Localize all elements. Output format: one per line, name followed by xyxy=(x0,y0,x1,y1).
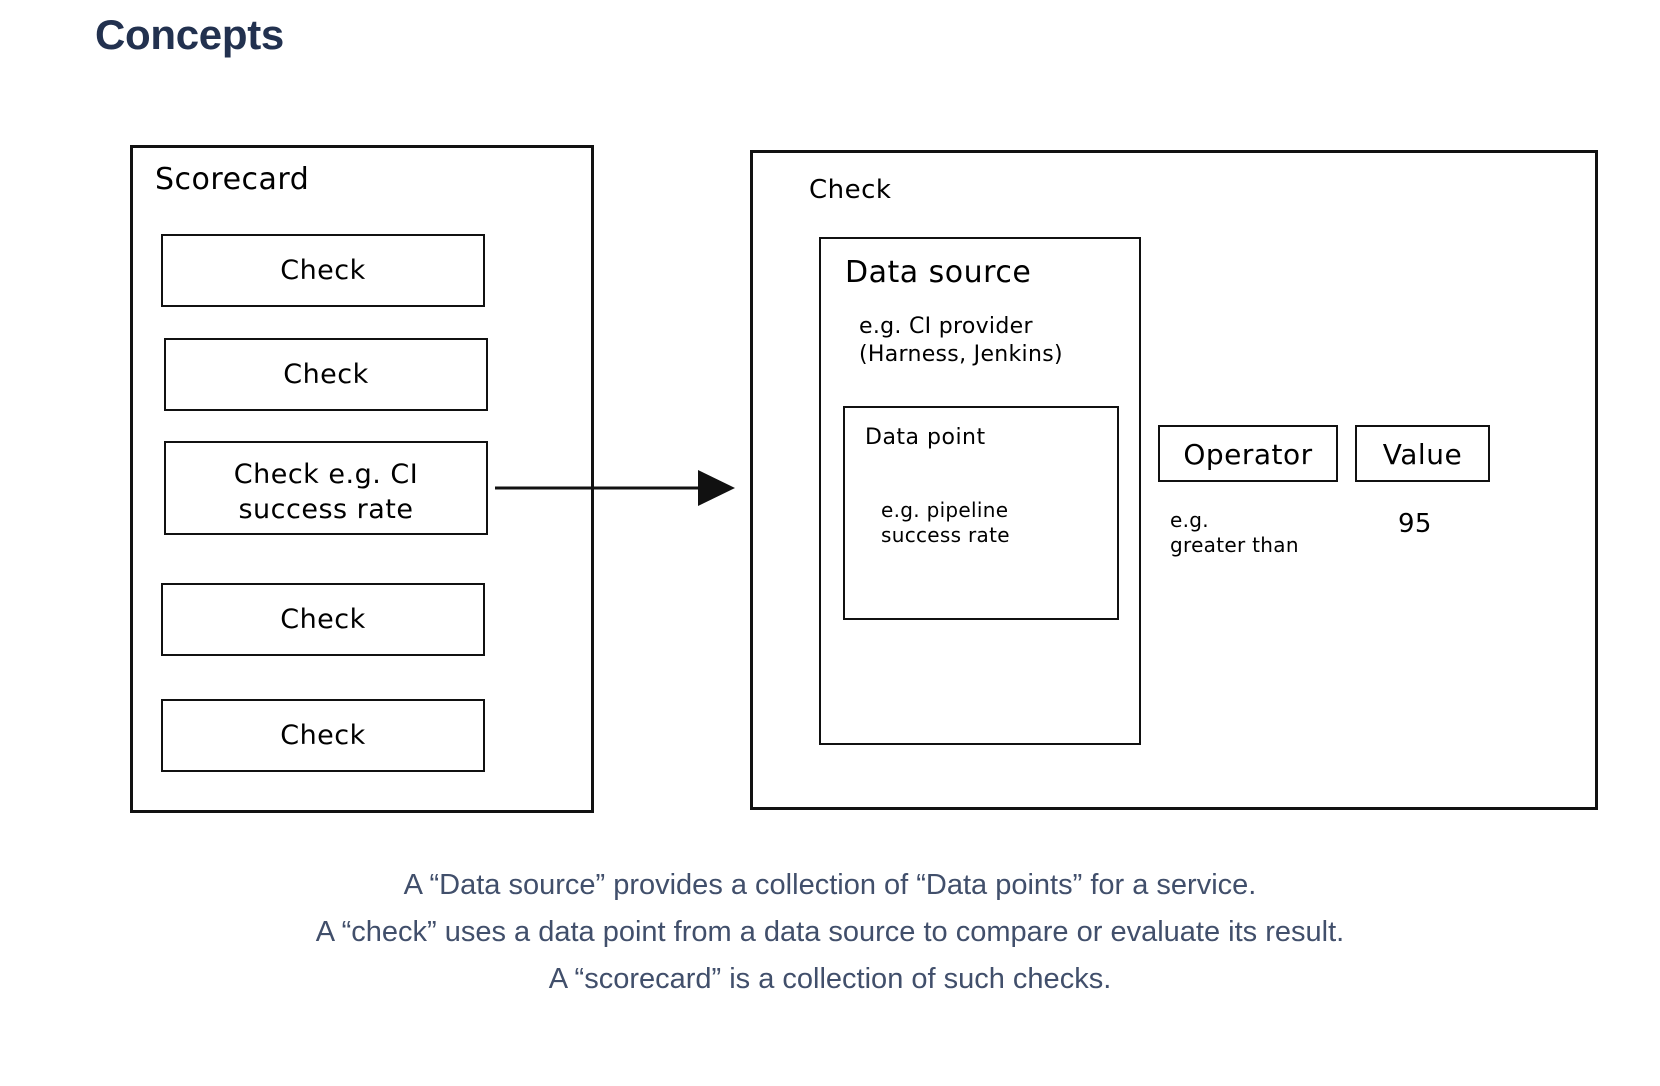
data-source-title: Data source xyxy=(845,255,1032,290)
relationship-arrow-icon xyxy=(495,470,735,506)
value-label: Value xyxy=(1382,438,1463,471)
concepts-diagram: Scorecard Check Check Check e.g. CI succ… xyxy=(130,145,1598,813)
operator-label: Operator xyxy=(1183,438,1313,471)
caption-line-1: A “Data source” provides a collection of… xyxy=(403,869,1257,901)
operator-box[interactable]: Operator xyxy=(1158,425,1338,482)
data-point-container: Data point e.g. pipeline success rate xyxy=(843,406,1119,620)
value-box[interactable]: Value xyxy=(1355,425,1490,482)
check-detail-title: Check xyxy=(809,175,892,205)
scorecard-check-5-label: Check xyxy=(280,720,366,751)
data-source-example: e.g. CI provider (Harness, Jenkins) xyxy=(859,314,1063,367)
data-source-container: Data source e.g. CI provider (Harness, J… xyxy=(819,237,1141,745)
scorecard-check-1-label: Check xyxy=(280,255,366,286)
caption-line-2: A “check” uses a data point from a data … xyxy=(315,915,1345,948)
page-title: Concepts xyxy=(95,11,284,58)
data-point-example: e.g. pipeline success rate xyxy=(881,498,1010,547)
caption-line-3: A “scorecard” is a collection of such ch… xyxy=(548,962,1112,995)
scorecard-title: Scorecard xyxy=(155,162,310,197)
caption-block: A “Data source” provides a collection of… xyxy=(0,862,1660,1003)
scorecard-check-5[interactable]: Check xyxy=(161,699,485,772)
data-point-title: Data point xyxy=(865,425,986,450)
scorecard-check-2-label: Check xyxy=(283,359,369,390)
scorecard-container: Scorecard Check Check Check e.g. CI succ… xyxy=(130,145,594,813)
value-example: 95 xyxy=(1398,509,1432,539)
scorecard-check-3-label: Check e.g. CI success rate xyxy=(233,459,419,526)
scorecard-check-2[interactable]: Check xyxy=(164,338,488,411)
scorecard-check-3[interactable]: Check e.g. CI success rate xyxy=(164,441,488,535)
check-detail-container: Check Data source e.g. CI provider (Harn… xyxy=(750,150,1598,810)
scorecard-check-4[interactable]: Check xyxy=(161,583,485,656)
operator-example: e.g. greater than xyxy=(1170,508,1299,557)
scorecard-check-4-label: Check xyxy=(280,604,366,635)
scorecard-check-1[interactable]: Check xyxy=(161,234,485,307)
